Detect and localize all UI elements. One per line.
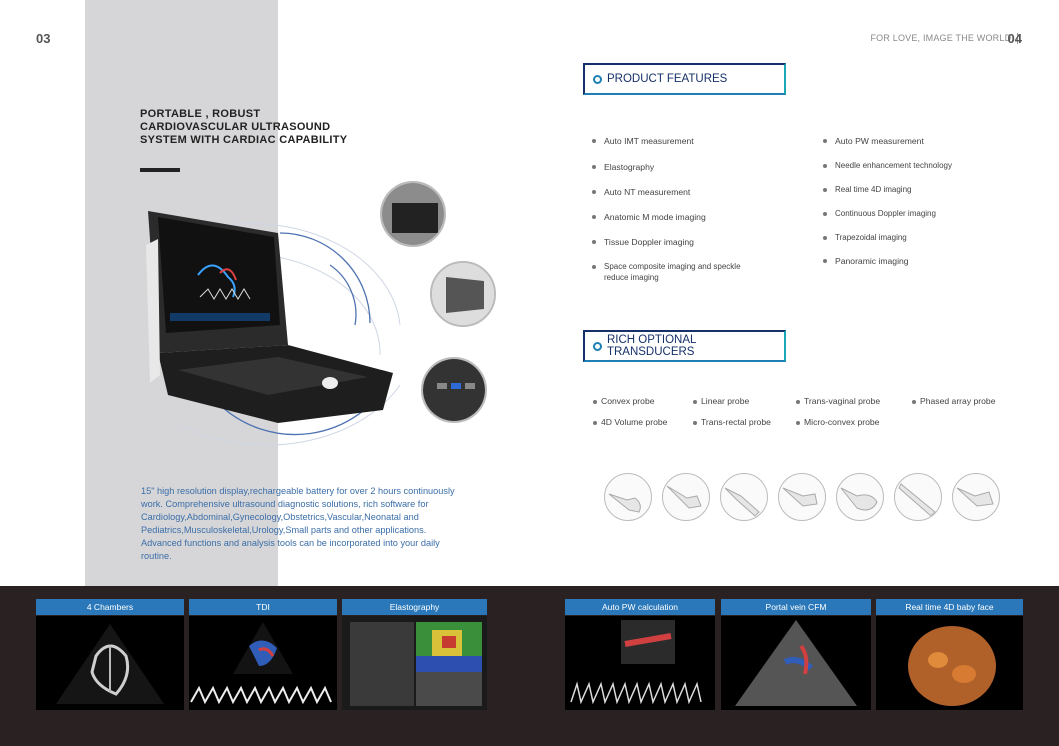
- feature-item: Tissue Doppler imaging: [592, 236, 694, 248]
- feature-item: Anatomic M mode imaging: [592, 211, 706, 223]
- right-page: FOR LOVE, IMAGE THE WORLD. 04 PRODUCT FE…: [530, 0, 1059, 746]
- transducers-title: RICH OPTIONAL TRANSDUCERS: [583, 330, 786, 362]
- probe-image: [720, 473, 768, 521]
- probe-image: [604, 473, 652, 521]
- feature-item: Auto IMT measurement: [592, 135, 694, 147]
- probe-item: Phased array probe: [912, 396, 995, 406]
- detail-image-side: [430, 261, 496, 327]
- left-page: 03 PORTABLE , ROBUST CARDIOVASCULAR ULTR…: [36, 0, 496, 586]
- feature-item: Panoramic imaging: [823, 255, 909, 267]
- feature-item: Auto NT measurement: [592, 186, 690, 198]
- gallery-item-4d-face: Real time 4D baby face: [876, 599, 1023, 710]
- probe-item: Trans-vaginal probe: [796, 396, 880, 406]
- feature-item: Real time 4D imaging: [823, 184, 911, 195]
- ultrasound-image: [876, 616, 1023, 710]
- probe-item: Trans-rectal probe: [693, 417, 771, 427]
- gallery-item-portal-vein: Portal vein CFM: [721, 599, 871, 710]
- page-number-right: 04: [1007, 31, 1022, 46]
- page-number-left: 03: [36, 31, 51, 46]
- probe-image: [894, 473, 942, 521]
- gallery-item-elastography: Elastography: [342, 599, 487, 710]
- probe-image: [836, 473, 884, 521]
- feature-item: Needle enhancement technology: [823, 160, 952, 171]
- detail-image-handle: [380, 181, 446, 247]
- gallery-label: Portal vein CFM: [721, 599, 871, 615]
- probe-image: [662, 473, 710, 521]
- feature-item: Auto PW measurement: [823, 135, 924, 147]
- feature-item: Elastography: [592, 161, 654, 173]
- gallery-item-tdi: TDI: [189, 599, 337, 710]
- probe-item: Convex probe: [593, 396, 655, 406]
- ring-icon: [593, 341, 602, 351]
- ultrasound-image: [721, 616, 871, 710]
- ring-icon: [593, 74, 602, 84]
- headline: PORTABLE , ROBUST CARDIOVASCULAR ULTRASO…: [140, 108, 348, 146]
- feature-item: Space composite imaging and speckle redu…: [592, 261, 752, 283]
- headline-rule: [140, 168, 180, 172]
- gallery-label: Auto PW calculation: [565, 599, 715, 615]
- ultrasound-image: [342, 616, 487, 710]
- ultrasound-device-image: [146, 211, 393, 423]
- gallery-label: Real time 4D baby face: [876, 599, 1023, 615]
- ultrasound-image: [189, 616, 337, 710]
- gallery-label: TDI: [189, 599, 337, 615]
- probe-item: 4D Volume probe: [593, 417, 667, 427]
- detail-image-ports: [421, 357, 487, 423]
- tagline: FOR LOVE, IMAGE THE WORLD.: [870, 33, 1021, 45]
- probe-image: [778, 473, 826, 521]
- gallery-item-auto-pw: Auto PW calculation: [565, 599, 715, 710]
- product-features-title: PRODUCT FEATURES: [583, 63, 786, 95]
- ultrasound-image: [36, 616, 184, 710]
- gallery-label: 4 Chambers: [36, 599, 184, 615]
- probe-image: [952, 473, 1000, 521]
- feature-item: Continuous Doppler imaging: [823, 208, 936, 219]
- gallery-item-4-chambers: 4 Chambers: [36, 599, 184, 710]
- feature-item: Trapezoidal imaging: [823, 232, 907, 243]
- probe-item: Linear probe: [693, 396, 749, 406]
- gallery-label: Elastography: [342, 599, 487, 615]
- probe-item: Micro-convex probe: [796, 417, 879, 427]
- intro-paragraph: 15" high resolution display,rechargeable…: [141, 486, 455, 562]
- ultrasound-image: [565, 616, 715, 710]
